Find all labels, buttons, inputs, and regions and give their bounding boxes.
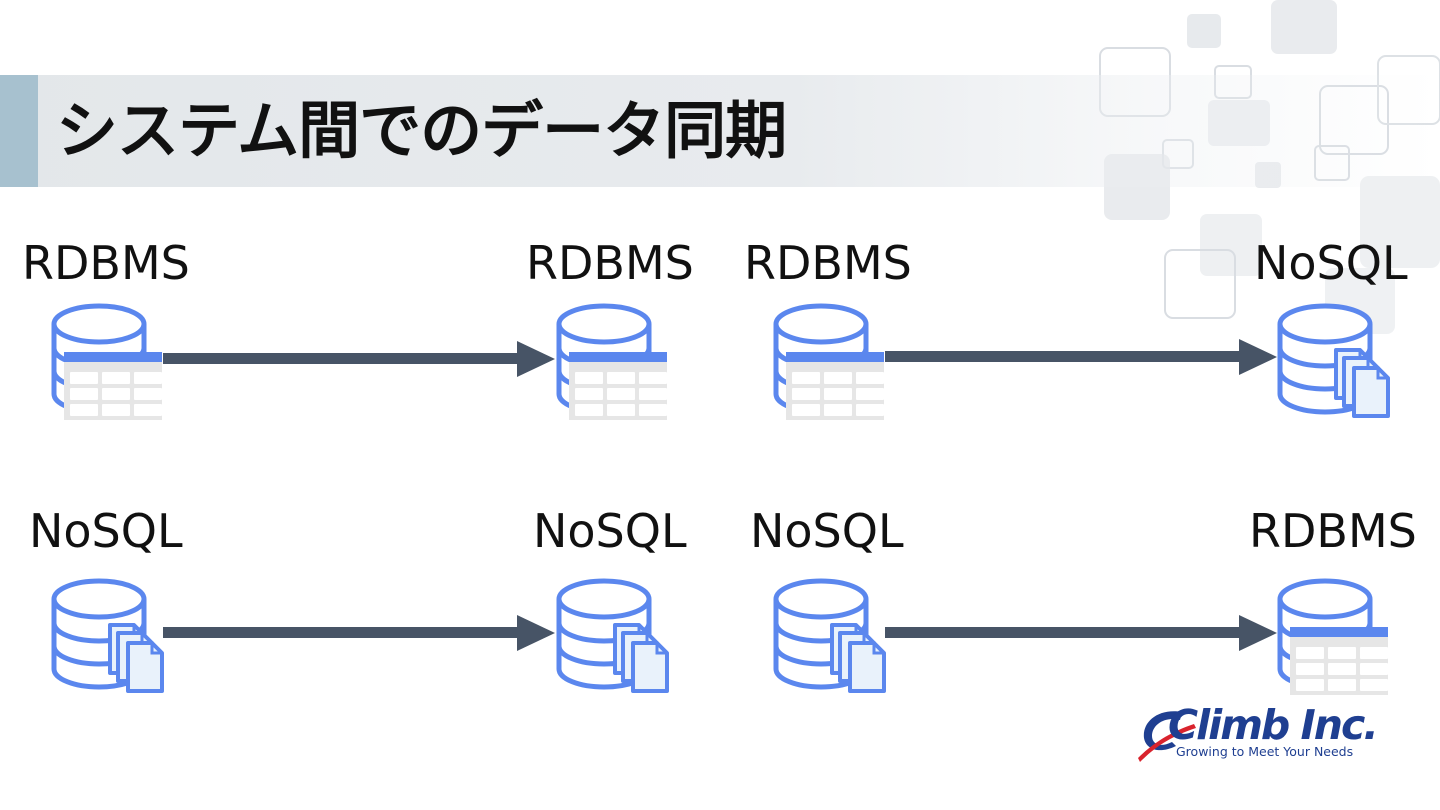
flow-2-source-label: RDBMS (744, 236, 912, 290)
company-logo: Climb Inc. Growing to Meet Your Needs (1138, 701, 1379, 766)
database-table-icon (556, 303, 667, 420)
database-documents-icon (51, 578, 164, 693)
flow-3-source-label: NoSQL (29, 504, 183, 558)
flow-2-target-label: NoSQL (1254, 236, 1408, 290)
database-table-icon (773, 303, 884, 420)
database-table-icon (1277, 578, 1388, 695)
database-documents-icon (773, 578, 886, 693)
flow-4-source-label: NoSQL (750, 504, 904, 558)
flow-1-source-label: RDBMS (22, 236, 190, 290)
database-documents-icon (1277, 303, 1390, 418)
right-arrow-icon (885, 615, 1277, 651)
logo-wordmark: Climb Inc. (1168, 701, 1379, 749)
database-table-icon (51, 303, 162, 420)
right-arrow-icon (163, 615, 555, 651)
flow-4-target-label: RDBMS (1249, 504, 1417, 558)
database-documents-icon (556, 578, 669, 693)
title-accent-bar (0, 75, 38, 187)
flow-3-target-label: NoSQL (533, 504, 687, 558)
logo-tagline: Growing to Meet Your Needs (1176, 744, 1354, 759)
right-arrow-icon (163, 341, 555, 377)
flow-1-target-label: RDBMS (526, 236, 694, 290)
title-band (0, 75, 1440, 187)
page-title: システム間でのデータ同期 (56, 94, 787, 167)
right-arrow-icon (885, 339, 1277, 375)
logo-swoosh-mark (1138, 711, 1196, 762)
